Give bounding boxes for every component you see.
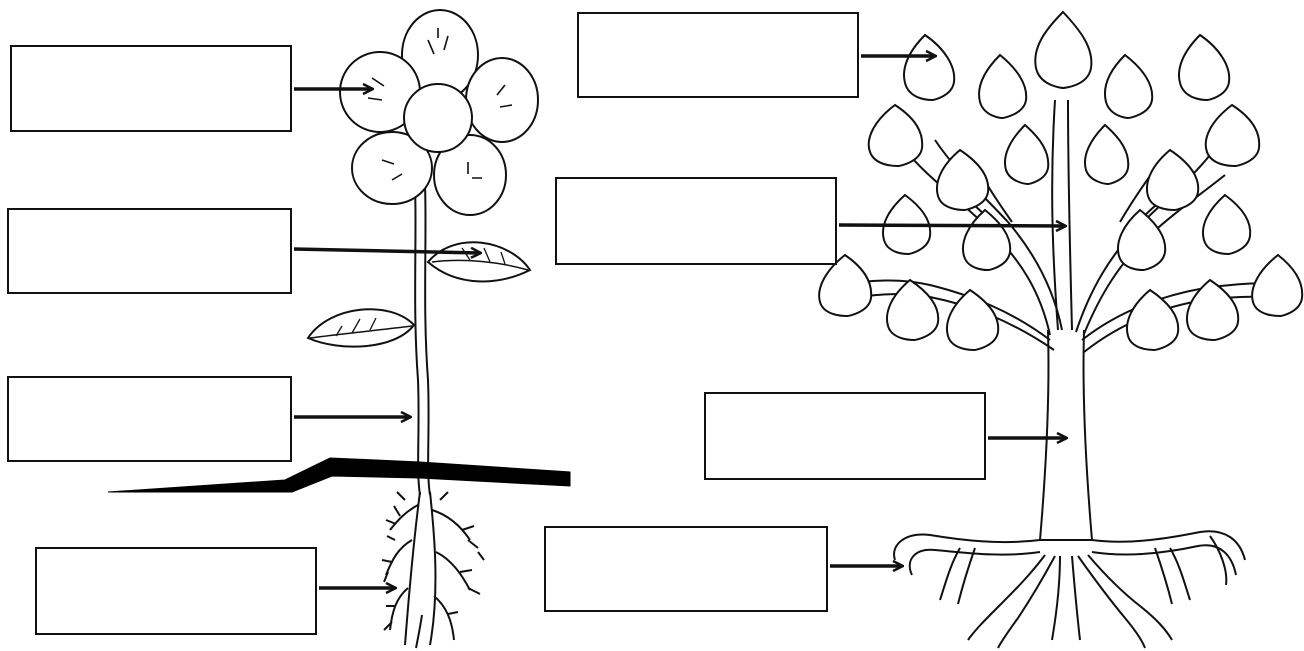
plant-leaf-left	[306, 308, 416, 348]
flower-plant-illustration	[306, 9, 539, 496]
plant-leaf-right	[426, 241, 532, 283]
stem-label-box[interactable]	[7, 376, 292, 462]
tree-leaves	[818, 10, 1304, 352]
tree-trunk-label-box[interactable]	[704, 392, 986, 480]
tree-trunk	[1038, 329, 1094, 541]
root-label-box[interactable]	[35, 547, 317, 635]
arrow-2	[293, 249, 480, 253]
soil-line	[107, 457, 571, 493]
plant-stem	[413, 159, 421, 496]
tree-branch-label-box[interactable]	[555, 177, 837, 265]
arrow-6	[838, 225, 1065, 226]
tree-roots	[893, 530, 1246, 649]
flower-center	[403, 83, 473, 153]
tree-illustration	[818, 10, 1304, 649]
plant-roots	[381, 491, 485, 649]
flower-label-box[interactable]	[10, 45, 292, 132]
leaf-label-box[interactable]	[7, 208, 292, 294]
tree-root-label-box[interactable]	[544, 526, 828, 612]
tree-leaf-label-box[interactable]	[577, 12, 859, 98]
pointer-arrows	[293, 56, 1066, 588]
flower-petals	[339, 9, 539, 216]
